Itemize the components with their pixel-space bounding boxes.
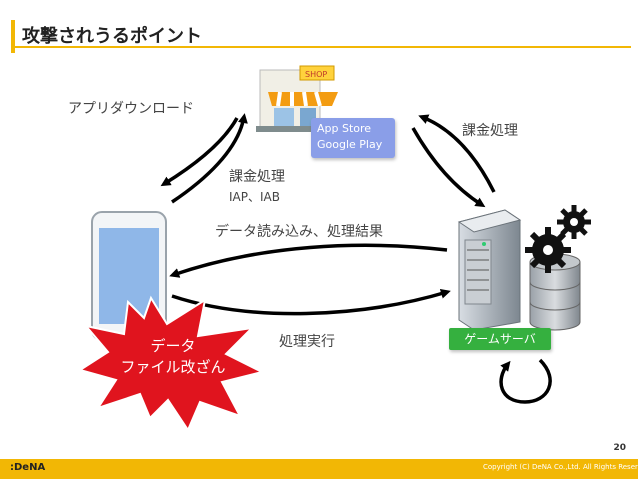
label-app-download: アプリダウンロード — [68, 101, 194, 117]
store-line-1: App Store — [317, 122, 372, 135]
footer-bar — [0, 459, 638, 479]
arrow-billing — [411, 114, 496, 208]
attack-burst-icon — [77, 295, 265, 433]
page-number: 20 — [613, 443, 626, 453]
svg-text:SHOP: SHOP — [305, 70, 327, 79]
title-accent-bar — [11, 20, 15, 53]
gear-large-icon — [525, 227, 571, 273]
label-data-read: データ読み込み、処理結果 — [215, 224, 383, 240]
label-billing-top: 課金処理 — [462, 123, 518, 139]
store-line-2: Google Play — [317, 138, 383, 151]
app-store-box: App Store Google Play — [311, 118, 395, 158]
arrow-execute — [171, 288, 451, 316]
arrow-download — [160, 113, 248, 204]
label-billing-middle: 課金処理 — [229, 169, 285, 185]
arrow-server-loop — [499, 358, 552, 404]
attack-line-2: ファイル改ざん — [120, 358, 226, 376]
arrow-data-read — [169, 243, 448, 278]
game-server-box: ゲームサーバ — [449, 328, 551, 350]
server-icon — [457, 209, 522, 331]
slide-title: 攻撃されうるポイント — [22, 26, 202, 47]
database-icon — [529, 253, 581, 331]
gear-small-icon — [557, 205, 591, 239]
label-iap-iab: IAP、IAB — [229, 190, 280, 204]
footer-logo: :DeNA — [10, 462, 46, 473]
footer-copyright: Copyright (C) DeNA Co.,Ltd. All Rights R… — [483, 463, 638, 471]
title-underline — [11, 46, 631, 48]
shop-icon: SHOP — [256, 65, 338, 132]
attack-line-1: データ — [150, 337, 196, 355]
label-execute: 処理実行 — [279, 334, 335, 350]
attack-text: データ ファイル改ざん — [98, 336, 248, 378]
